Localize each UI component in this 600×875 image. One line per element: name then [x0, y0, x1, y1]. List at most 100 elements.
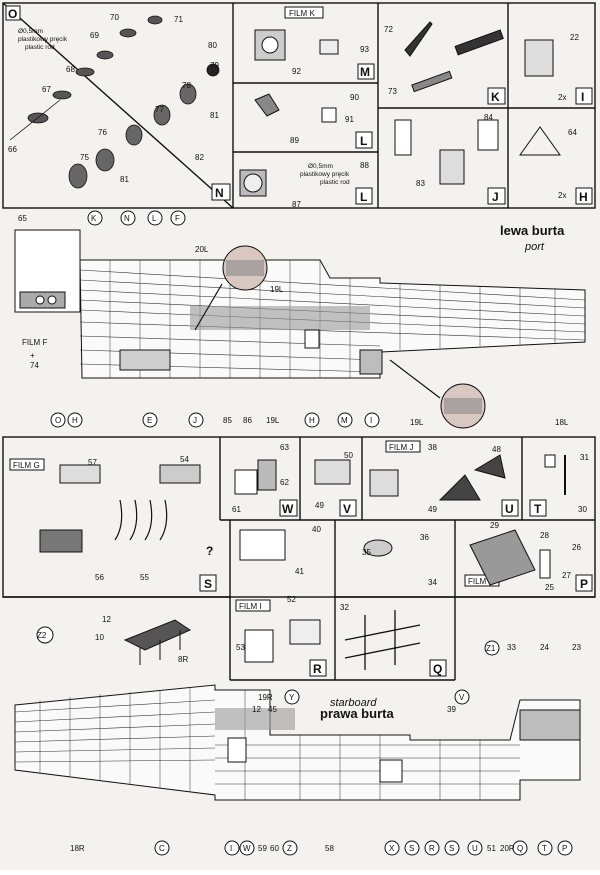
panel-h-scale: 2x: [558, 191, 566, 200]
part-66: 66: [8, 145, 17, 154]
stbd-bottom-59: 59: [258, 844, 267, 853]
panel-u: U FILM J 38 48 49: [369, 440, 519, 517]
panel-n-letter: N: [215, 186, 224, 200]
part-31: 31: [580, 453, 589, 462]
part-89: 89: [290, 136, 299, 145]
part-61: 61: [232, 505, 241, 514]
panel-v-letter: V: [343, 502, 351, 516]
stbd-bottom-T: T: [542, 844, 547, 853]
port-bottom-86: 86: [243, 416, 252, 425]
panel-p-letter: P: [580, 577, 588, 591]
port-18L: 18L: [555, 418, 569, 427]
panel-i: I 2x 22: [524, 33, 593, 105]
port-20L: 20L: [195, 245, 209, 254]
part-67: 67: [42, 85, 51, 94]
panel-r-letter: R: [313, 662, 322, 676]
part-32: 32: [340, 603, 349, 612]
panel-j: J 83 84: [394, 113, 506, 205]
stbd-bottom-Z: Z: [287, 844, 292, 853]
panel-k-letter: K: [491, 90, 500, 104]
stbd-bottom-C: C: [159, 844, 165, 853]
part-34: 34: [428, 578, 437, 587]
part-84: 84: [484, 113, 493, 122]
panel-o-note1: Ø0,5mm: [18, 28, 43, 35]
stbd-bottom-I: I: [230, 844, 232, 853]
part-48: 48: [492, 445, 501, 454]
stbd-19R: 19R: [258, 693, 273, 702]
part-73: 73: [388, 87, 397, 96]
part-80: 80: [208, 41, 217, 50]
part-49-v: 49: [315, 501, 324, 510]
part-79: 79: [210, 61, 219, 70]
part-64: 64: [568, 128, 577, 137]
port-19L-b: 19L: [410, 418, 424, 427]
part-92: 92: [292, 67, 301, 76]
stbd-bottom-51: 51: [487, 844, 496, 853]
part-77: 77: [155, 105, 164, 114]
part-53: 53: [236, 643, 245, 652]
port-side: lewa burta port: [14, 210, 586, 429]
port-top-L: L: [152, 214, 157, 223]
stbd-39: 39: [447, 705, 456, 714]
panel-o: O Ø0,5mm plastikowy pręcik plastic rod 6…: [5, 5, 183, 154]
part-40: 40: [312, 525, 321, 534]
panel-l-upper: L 89 90 91: [254, 93, 373, 149]
panel-p-film: FILM D: [468, 577, 494, 586]
stbd-bottom-60: 60: [270, 844, 279, 853]
part-22: 22: [570, 33, 579, 42]
panel-l-note1: Ø0,5mm: [308, 163, 333, 170]
panel-l-note3: plastic rod: [320, 179, 350, 186]
stbd-bottom-S2: S: [449, 844, 454, 853]
panel-m: M FILM K 92 93: [254, 6, 375, 80]
part-10: 10: [95, 633, 104, 642]
stbd-bottom-20R: 20R: [500, 844, 515, 853]
panel-i-letter: I: [581, 90, 584, 104]
part-69: 69: [90, 31, 99, 40]
part-50: 50: [344, 451, 353, 460]
part-78: 78: [182, 81, 191, 90]
stbd-top-Y: Y: [289, 693, 295, 702]
port-title: lewa burta: [500, 223, 565, 238]
part-30: 30: [578, 505, 587, 514]
part-81b: 81: [210, 111, 219, 120]
panel-u-film: FILM J: [389, 443, 413, 452]
stbd-bottom-W: W: [243, 844, 251, 853]
panel-o-note3: plastic rod: [25, 44, 55, 51]
panel-r-film: FILM I: [239, 602, 262, 611]
top-frames: [2, 2, 596, 209]
part-57: 57: [88, 458, 97, 467]
part-90: 90: [350, 93, 359, 102]
part-68: 68: [66, 65, 75, 74]
panel-t-letter: T: [534, 502, 542, 516]
port-plus: +: [30, 351, 35, 360]
port-bottom-M: M: [341, 416, 348, 425]
port-top-K: K: [91, 214, 97, 223]
part-81: 81: [120, 175, 129, 184]
port-bottom-O: O: [55, 416, 61, 425]
part-88: 88: [360, 161, 369, 170]
part-93: 93: [360, 45, 369, 54]
part-25: 25: [545, 583, 554, 592]
part-75: 75: [80, 153, 89, 162]
part-28: 28: [540, 531, 549, 540]
panel-p: P FILM D 25 26 27 28 29: [464, 521, 593, 592]
port-bottom-I: I: [370, 416, 372, 425]
port-19L-a: 19L: [270, 285, 284, 294]
part-26: 26: [572, 543, 581, 552]
panel-i-scale: 2x: [558, 93, 566, 102]
stbd-45: 45: [268, 705, 277, 714]
port-top-N: N: [124, 214, 130, 223]
port-top-F: F: [175, 214, 180, 223]
port-bottom-H2: H: [309, 416, 315, 425]
panel-z2-letter: Z2: [37, 631, 47, 640]
panel-s-film: FILM G: [13, 461, 40, 470]
middle-frames: [2, 436, 596, 681]
port-bottom-19L: 19L: [266, 416, 280, 425]
stbd-bottom-U: U: [472, 844, 478, 853]
stbd-bottom-R: R: [429, 844, 435, 853]
panel-j-letter: J: [492, 190, 499, 204]
panel-w: W 61 62 63: [232, 443, 298, 517]
part-36: 36: [420, 533, 429, 542]
